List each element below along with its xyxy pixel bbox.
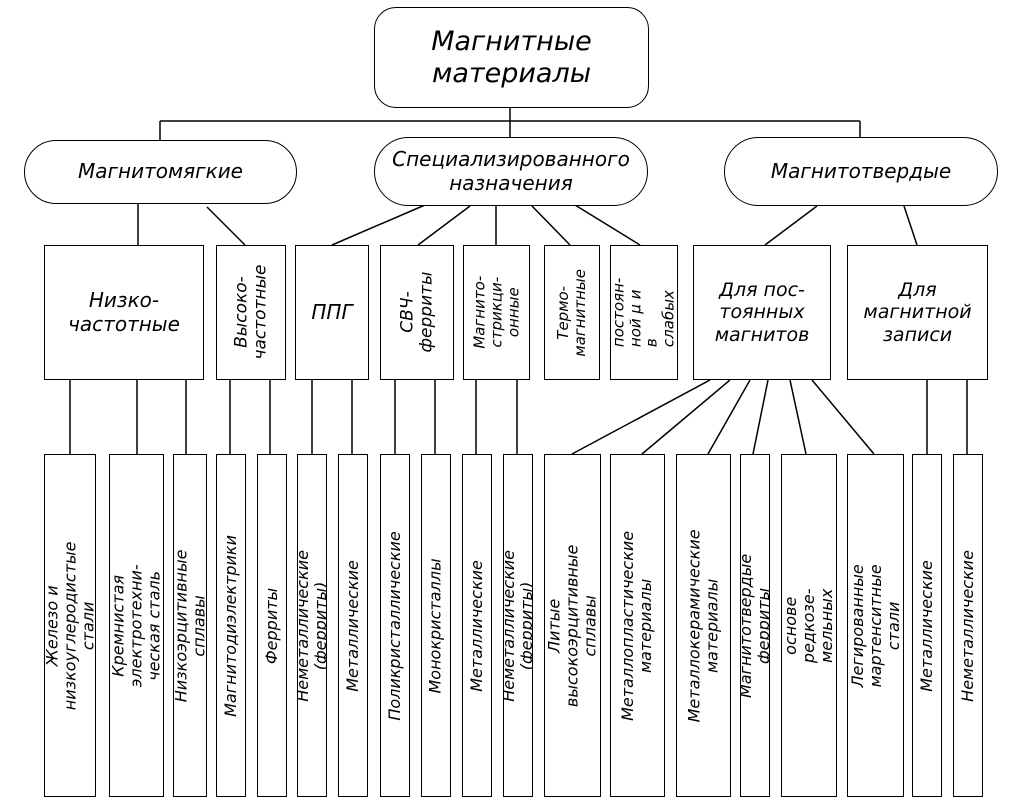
leaf-label: Металлокерамические материалы: [684, 529, 722, 722]
leaf-magnetostrictive-metallic: Металлические: [462, 454, 492, 797]
group-magnetic-recording: Для магнитной записи: [847, 245, 988, 380]
leaf-label: Поликристаллические: [385, 530, 405, 721]
group-magnetostrictive: Магнито- стрикци- онные: [463, 245, 530, 380]
leaf-recording-nonmetallic: Неметаллические: [953, 454, 983, 797]
leaf-label: Сплавы на основе редкозе- мельных элемен…: [781, 580, 837, 671]
group-ppg-label: ППГ: [311, 299, 353, 324]
group-magnetic-recording-label: Для магнитной записи: [863, 278, 972, 346]
leaf-label: Кремнистая электротехни- ческая сталь: [109, 563, 164, 688]
leaf-rare-earth-alloys: Сплавы на основе редкозе- мельных элемен…: [781, 454, 837, 797]
leaf-label: Магнитотвердые ферриты: [740, 553, 770, 698]
category-special-label: Специализированного назначения: [392, 146, 630, 195]
leaf-iron-low-carbon-steel: Железо и низкоуглеродистые стали: [44, 454, 96, 797]
leaf-label: Неметаллические (ферриты): [297, 549, 327, 702]
leaf-label: Неметаллические: [958, 549, 978, 702]
leaf-silicon-electrical-steel: Кремнистая электротехни- ческая сталь: [109, 454, 164, 797]
leaf-hard-ferrites: Магнитотвердые ферриты: [740, 454, 770, 797]
leaf-label: Металлические: [917, 559, 937, 692]
group-magnetostrictive-label: Магнито- стрикци- онные: [470, 276, 522, 349]
category-hard-label: Магнитотвердые: [770, 158, 952, 183]
leaf-alloyed-martensitic-steels: Легированные мартенситные стали: [847, 454, 904, 797]
category-soft-label: Магнитомягкие: [78, 159, 243, 184]
leaf-label: Монокристаллы: [426, 557, 446, 694]
group-microwave-ferrites-label: СВЧ- ферриты: [396, 272, 437, 353]
leaf-label: Магнитодиэлектрики: [221, 534, 241, 717]
leaf-metal-plastic-materials: Металлопластические материалы: [610, 454, 665, 797]
leaf-ferrites: Ферриты: [257, 454, 287, 797]
leaf-cast-high-coercive-alloys: Литые высокоэрцитивные сплавы: [544, 454, 601, 797]
leaf-label: Металлические: [343, 559, 363, 692]
root-label: Магнитные материалы: [431, 25, 592, 89]
category-special: Специализированного назначения: [374, 137, 648, 206]
group-permanent-magnets: Для пос- тоянных магнитов: [693, 245, 831, 380]
category-soft: Магнитомягкие: [24, 140, 297, 204]
leaf-ppg-metallic: Металлические: [338, 454, 368, 797]
leaf-label: Неметаллические (ферриты): [503, 549, 533, 702]
leaf-label: Железо и низкоуглеродистые стали: [44, 541, 96, 710]
group-ppg: ППГ: [295, 245, 369, 380]
root-node: Магнитные материалы: [374, 7, 649, 108]
category-hard: Магнитотвердые: [724, 137, 998, 206]
group-low-frequency: Низко- частотные: [44, 245, 204, 380]
leaf-label: Легированные мартенситные стали: [847, 563, 903, 688]
leaf-label: Металлопластические материалы: [618, 530, 656, 721]
leaf-metal-ceramic-materials: Металлокерамические материалы: [676, 454, 731, 797]
group-high-frequency-label: Высоко- частотные: [230, 264, 271, 361]
group-permanent-magnets-label: Для пос- тоянных магнитов: [714, 278, 810, 346]
leaf-label: Металлические: [467, 559, 487, 692]
leaf-recording-metallic: Металлические: [912, 454, 942, 797]
group-thermomagnetic: Термо- магнитные: [544, 245, 600, 380]
leaf-monocrystals: Монокристаллы: [421, 454, 451, 797]
leaf-polycrystalline: Поликристаллические: [380, 454, 410, 797]
group-low-frequency-label: Низко- частотные: [68, 287, 180, 336]
leaf-magnetostrictive-nonmetallic: Неметаллические (ферриты): [503, 454, 533, 797]
group-microwave-ferrites: СВЧ- ферриты: [380, 245, 454, 380]
group-high-frequency: Высоко- частотные: [216, 245, 286, 380]
group-thermomagnetic-label: Термо- магнитные: [554, 268, 589, 357]
leaf-ppg-nonmetallic-ferrites: Неметаллические (ферриты): [297, 454, 327, 797]
leaf-magnetodielectrics: Магнитодиэлектрики: [216, 454, 246, 797]
group-constant-mu: С постоян- ной μ и в слабых полях: [610, 245, 678, 380]
leaf-label: Литые высокоэрцитивные сплавы: [544, 544, 600, 707]
leaf-label: Низкоэрцитивные сплавы: [173, 549, 207, 702]
group-constant-mu-label: С постоян- ной μ и в слабых полях: [610, 277, 678, 348]
leaf-low-coercive-alloys: Низкоэрцитивные сплавы: [173, 454, 207, 797]
leaf-label: Ферриты: [262, 587, 282, 664]
